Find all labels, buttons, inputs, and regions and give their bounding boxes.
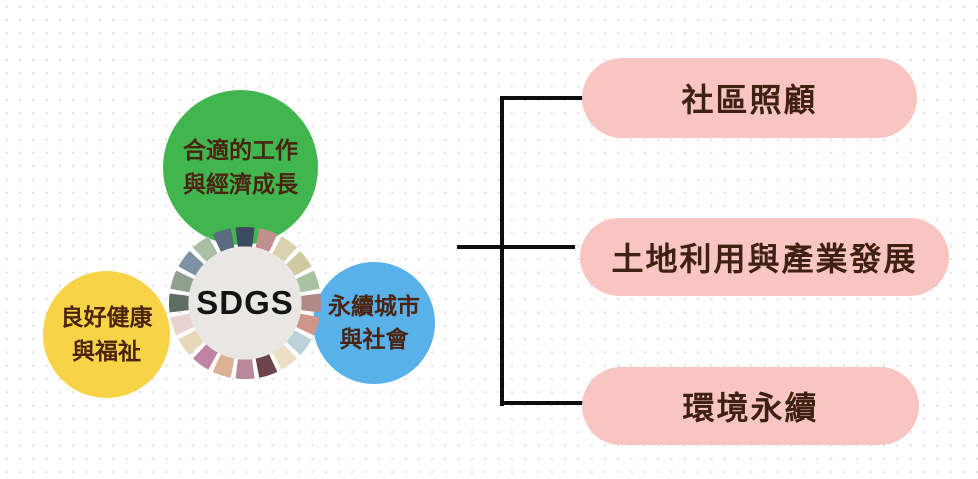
circle-good-health-label-line1: 良好健康 [60, 304, 153, 331]
sdgs-label: SDGS [196, 284, 294, 321]
connector-vertical-line [500, 96, 504, 406]
sdgs-wheel [167, 225, 323, 381]
connector-stem-line [457, 245, 575, 249]
branch-land-use-industry-label: 土地利用與產業發展 [611, 241, 918, 277]
branch-environmental-sustainability-label: 環境永續 [682, 390, 819, 426]
sdgs-wheel-svg [168, 226, 322, 380]
connector-branch-top-line [502, 96, 583, 100]
circle-sustainable-cities: 永續城市 與社會 [313, 262, 435, 384]
circle-sustainable-cities-label-line2: 與社會 [339, 326, 409, 352]
circle-decent-work-label-line1: 合適的工作 [183, 137, 298, 164]
circle-decent-work: 合適的工作 與經濟成長 [163, 90, 318, 245]
circle-sustainable-cities-label-line1: 永續城市 [328, 292, 420, 319]
branch-community-care-label: 社區照顧 [681, 82, 818, 118]
circle-good-health: 良好健康 與福祉 [43, 271, 170, 398]
branch-land-use-industry: 土地利用與產業發展 [580, 218, 949, 296]
branch-community-care: 社區照顧 [582, 58, 917, 138]
circle-decent-work-label-line2: 與經濟成長 [183, 170, 298, 197]
circle-good-health-label-line2: 與福祉 [72, 337, 141, 364]
branch-environmental-sustainability: 環境永續 [582, 367, 919, 445]
connector-branch-bottom-line [502, 401, 583, 405]
